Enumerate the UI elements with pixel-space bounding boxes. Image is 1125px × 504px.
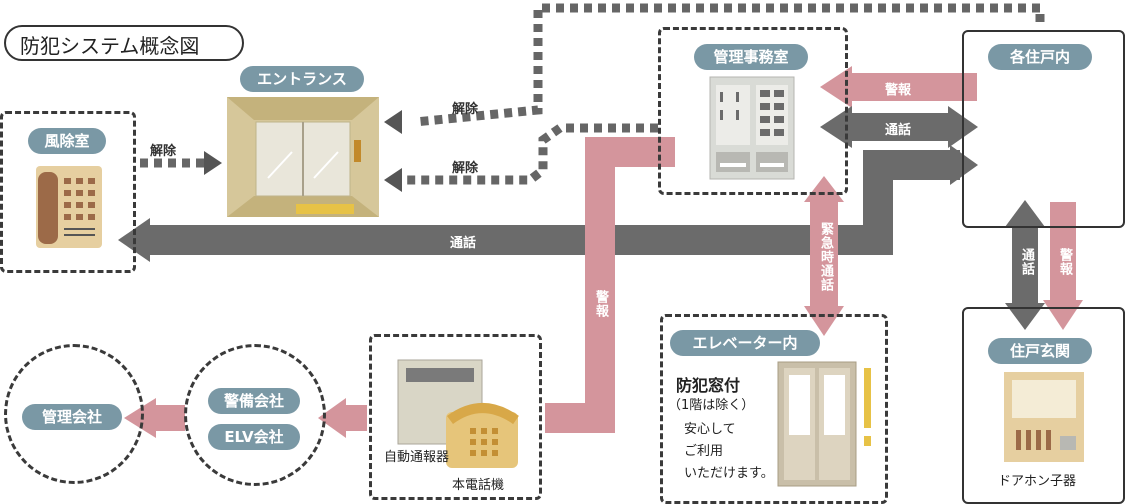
pink-to-kanri [155, 405, 185, 431]
pink-kinkyu-down [804, 306, 844, 336]
keihou-label-vertical: 警報 [593, 290, 608, 318]
gray-arrowhead-tsuwa-l [820, 106, 852, 148]
kanri-jimushitsu-box [658, 27, 848, 195]
elevator-line3: いただけます。 [684, 466, 774, 481]
dotted-arrowhead-mid [384, 168, 402, 192]
elevator-box [660, 314, 888, 504]
keibi-kaisha-label: 警備会社 [208, 388, 300, 414]
kanri-kaisha-circle [4, 344, 144, 484]
entrance-illustration [227, 97, 379, 217]
keibi-circle [184, 344, 326, 486]
pink-keihou-right [1050, 202, 1076, 302]
gray-tsuwa-right-down [1005, 303, 1045, 330]
dotted-kaijo-mid [405, 123, 658, 185]
elevator-line1: 安心して [684, 422, 736, 437]
control-panel-illustration [709, 76, 795, 180]
elevator-illustration [777, 361, 871, 487]
page-title: 防犯システム概念図 [20, 34, 200, 58]
kaijo-label-mid: 解除 [452, 161, 479, 176]
tsuwa-label-top: 通話 [885, 123, 912, 138]
kanri-kaisha-label: 管理会社 [22, 404, 122, 430]
pink-kinkyu-up [804, 176, 844, 202]
dotted-kaijo-top [414, 3, 1045, 127]
kanri-jimushitsu-label: 管理事務室 [694, 44, 808, 70]
elevator-line2: ご利用 [684, 444, 724, 459]
pink-to-keibi [345, 405, 367, 431]
tsuwa-label-main: 通話 [450, 236, 477, 251]
pink-to-keibi-head [318, 398, 346, 438]
kinkyuji-tsuwa-label: 緊急時通話 [818, 222, 833, 292]
elv-kaisha-label: ELV会社 [208, 424, 300, 450]
pink-keihou-top [850, 73, 977, 101]
pink-kinkyu [810, 200, 838, 308]
kaijo-label-left: 解除 [150, 144, 177, 159]
tsuwa-label-right: 通話 [1019, 248, 1034, 276]
title-frame [4, 25, 244, 61]
pink-keihou-vertical [545, 137, 675, 433]
jukogenkan-box [962, 307, 1125, 504]
gray-tsuwa-right [1012, 225, 1038, 305]
entrance-label: エントランス [240, 66, 364, 92]
doahon-label: ドアホン子器 [998, 474, 1077, 489]
kakujuko-label: 各住戸内 [988, 44, 1092, 70]
kakujuko-box [962, 30, 1125, 228]
keihou-label-right: 警報 [1057, 248, 1072, 276]
jidou-tsuhouki-label: 自動通報器 [384, 450, 450, 465]
gray-arrowhead-right-main [950, 145, 978, 185]
jukogenkan-label: 住戸玄関 [988, 338, 1092, 364]
intercom-illustration [36, 166, 102, 248]
gray-tsuwa-top [850, 113, 950, 141]
doorphone-illustration [1004, 372, 1084, 462]
fuujoshitsu-label: 風除室 [28, 128, 106, 154]
dotted-arrowhead-top [384, 110, 402, 134]
gray-tsuwa-main [150, 150, 960, 255]
keihou-label-top: 警報 [885, 83, 912, 98]
dotted-arrowhead-left [204, 151, 222, 175]
gray-tsuwa-right-up [1005, 200, 1045, 227]
hon-denwaki-label: 本電話機 [452, 478, 505, 493]
pink-arrowhead-top [820, 66, 852, 108]
elevator-note: （1階は除く） [668, 398, 755, 413]
elevator-label: エレベーター内 [670, 330, 820, 356]
kaijo-label-top: 解除 [452, 102, 479, 117]
auto-reporter-illustration [397, 359, 519, 468]
tsuhouki-box [369, 334, 542, 500]
fuujoshitsu-box [0, 111, 136, 273]
elevator-heading: 防犯窓付 [676, 376, 741, 395]
